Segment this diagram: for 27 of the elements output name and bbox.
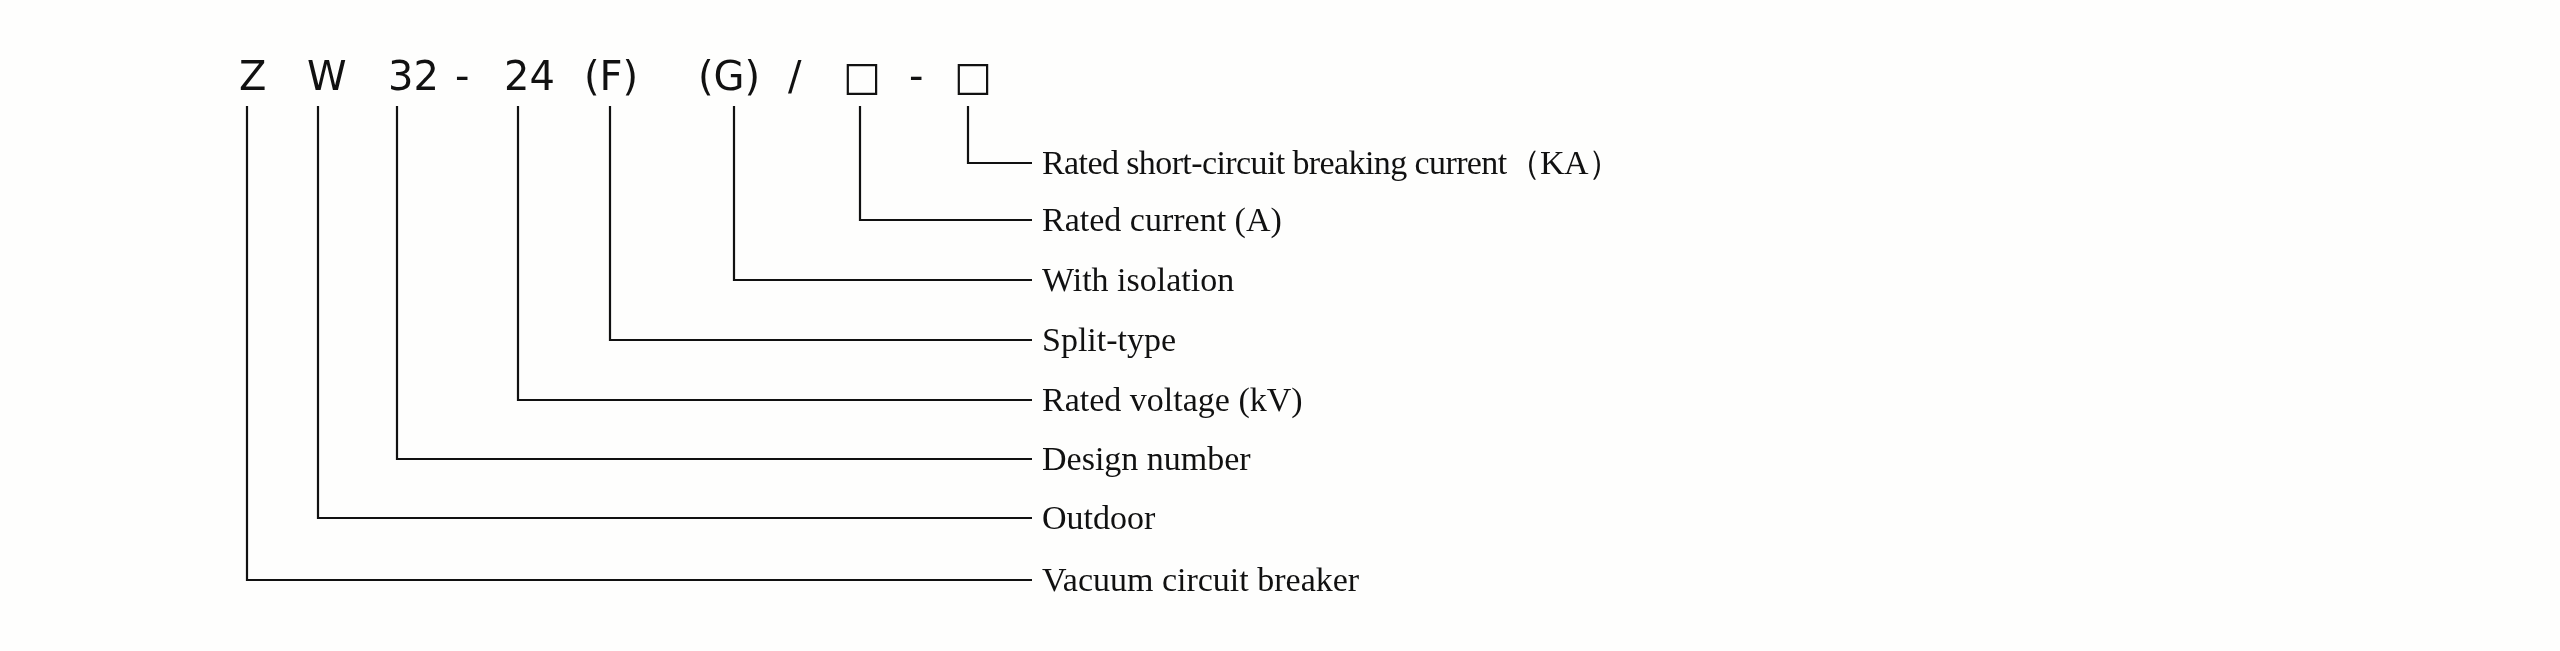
leader-line (316, 106, 1032, 520)
description-label: Outdoor (1032, 499, 1156, 537)
code-label: (F) (584, 56, 639, 106)
code-separator: - (455, 56, 470, 96)
code-label: 24 (504, 56, 555, 106)
code-label: Z (239, 56, 267, 106)
leader-line (516, 106, 1032, 402)
leader-line (245, 106, 1032, 582)
leader-line (732, 106, 1032, 282)
leader-line (858, 106, 1032, 222)
description-label: Rated current (A) (1032, 201, 1282, 239)
code-label: W (307, 56, 347, 106)
code-label: □ (954, 56, 992, 106)
leader-line (966, 106, 1032, 165)
leader-line (395, 106, 1032, 461)
code-separator: / (788, 56, 802, 96)
code-separator: - (909, 56, 924, 96)
description-label: Vacuum circuit breaker (1032, 561, 1360, 599)
description-label: Rated short-circuit breaking current（KA） (1032, 144, 1622, 182)
code-label: (G) (698, 56, 761, 106)
description-label: With isolation (1032, 261, 1235, 299)
description-label: Design number (1032, 440, 1251, 478)
code-label: □ (843, 56, 881, 106)
description-label: Split-type (1032, 321, 1177, 359)
leader-line (608, 106, 1032, 342)
description-label: Rated voltage (kV) (1032, 381, 1303, 419)
code-label: 32 (388, 56, 439, 106)
